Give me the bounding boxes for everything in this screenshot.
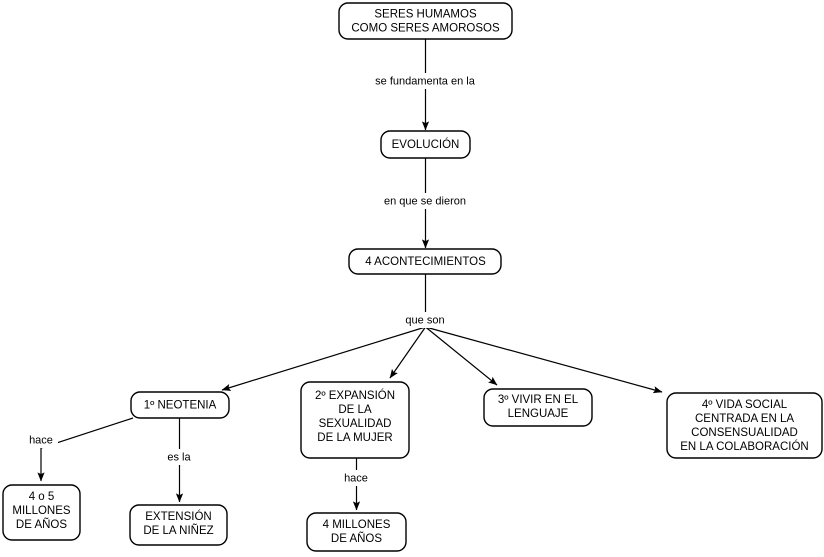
node-neotenia[interactable]: 1º NEOTENIA	[130, 391, 230, 419]
node-neotenia-box[interactable]	[130, 391, 230, 419]
node-evolucion[interactable]: EVOLUCIÓN	[380, 130, 471, 159]
node-extension-ninez[interactable]: EXTENSIÓN DE LA NIÑEZ	[129, 504, 228, 546]
node-millones-4o5-line-3: DE AÑOS	[16, 518, 67, 531]
link-label-hace-expansion: hace	[339, 470, 373, 486]
node-lenguaje-line-2: LENGUAJE	[508, 408, 569, 420]
node-millones-4-line-2: DE AÑOS	[331, 532, 382, 545]
node-expansion-line-4: DE LA MUJER	[317, 432, 392, 444]
node-expansion-box[interactable]	[300, 381, 410, 459]
node-extension-ninez-line-2: DE LA NIÑEZ	[143, 524, 213, 537]
node-vida-social-line-4: EN LA COLABORACIÓN	[680, 440, 808, 453]
node-lenguaje-line-1: 3º VIVIR EN EL	[498, 394, 579, 406]
node-extension-ninez-line-1: EXTENSIÓN	[145, 510, 211, 523]
node-acontecimientos-line-1: 4 ACONTECIMIENTOS	[365, 256, 486, 268]
node-vida-social[interactable]: 4º VIDA SOCIAL CENTRADA EN LA CONSENSUAL…	[666, 392, 823, 459]
node-millones-4o5-line-1: 4 o 5	[29, 491, 55, 503]
node-millones-4-line-1: 4 MILLONES	[323, 519, 391, 531]
node-root-box[interactable]	[338, 2, 513, 40]
node-vida-social-line-2: CENTRADA EN LA	[695, 413, 794, 425]
node-millones-4-box[interactable]	[306, 512, 407, 552]
link-label-hace-neotenia: hace	[24, 432, 58, 448]
link-label-text: hace	[29, 434, 53, 446]
connector-fanout-to-neotenia	[221, 326, 426, 391]
link-label-es-la: es la	[163, 449, 195, 465]
node-millones-4o5-box[interactable]	[2, 484, 81, 541]
node-root[interactable]: SERES HUMAMOS COMO SERES AMOROSOS	[338, 2, 513, 40]
node-vida-social-box[interactable]	[666, 392, 823, 459]
node-lenguaje[interactable]: 3º VIVIR EN EL LENGUAJE	[483, 388, 593, 427]
node-acontecimientos-box[interactable]	[348, 248, 502, 275]
node-root-line-2: COMO SERES AMOROSOS	[351, 23, 500, 35]
connector-fanout-to-expansion	[389, 326, 426, 379]
node-neotenia-line-1: 1º NEOTENIA	[144, 400, 217, 412]
node-root-line-1: SERES HUMAMOS	[374, 9, 477, 21]
link-label-layer: se fundamenta en la en que se dieron que…	[24, 73, 486, 486]
node-vida-social-line-1: 4º VIDA SOCIAL	[702, 399, 788, 411]
link-label-en-que-se-dieron: en que se dieron	[374, 193, 476, 209]
link-label-text: hace	[344, 472, 368, 484]
link-label-se-fundamenta-en-la: se fundamenta en la	[364, 73, 486, 89]
node-evolucion-box[interactable]	[380, 130, 471, 159]
node-vida-social-line-3: CONSENSUALIDAD	[691, 427, 798, 439]
link-label-que-son: que son	[398, 312, 452, 328]
link-label-text: se fundamenta en la	[375, 75, 476, 87]
link-label-text: que son	[405, 314, 444, 326]
node-millones-4[interactable]: 4 MILLONES DE AÑOS	[306, 512, 407, 552]
node-expansion-line-3: SEXUALIDAD	[319, 418, 392, 430]
node-expansion-line-2: DE LA	[338, 404, 372, 416]
connector-fanout-to-vida-social	[425, 326, 663, 394]
connector-neotenia-to-millones-4o5	[37, 417, 134, 482]
node-extension-ninez-box[interactable]	[129, 504, 228, 546]
node-millones-4o5-line-2: MILLONES	[12, 505, 70, 517]
node-millones-4o5[interactable]: 4 o 5 MILLONES DE AÑOS	[2, 484, 81, 541]
node-expansion-line-1: 2º EXPANSIÓN	[315, 389, 395, 402]
node-evolucion-line-1: EVOLUCIÓN	[392, 138, 460, 151]
link-label-text: es la	[167, 451, 191, 463]
node-acontecimientos[interactable]: 4 ACONTECIMIENTOS	[348, 248, 502, 275]
connector-fanout-to-lenguaje	[425, 326, 498, 386]
node-expansion[interactable]: 2º EXPANSIÓN DE LA SEXUALIDAD DE LA MUJE…	[300, 381, 410, 459]
link-label-text: en que se dieron	[384, 195, 466, 207]
node-lenguaje-box[interactable]	[483, 388, 593, 427]
